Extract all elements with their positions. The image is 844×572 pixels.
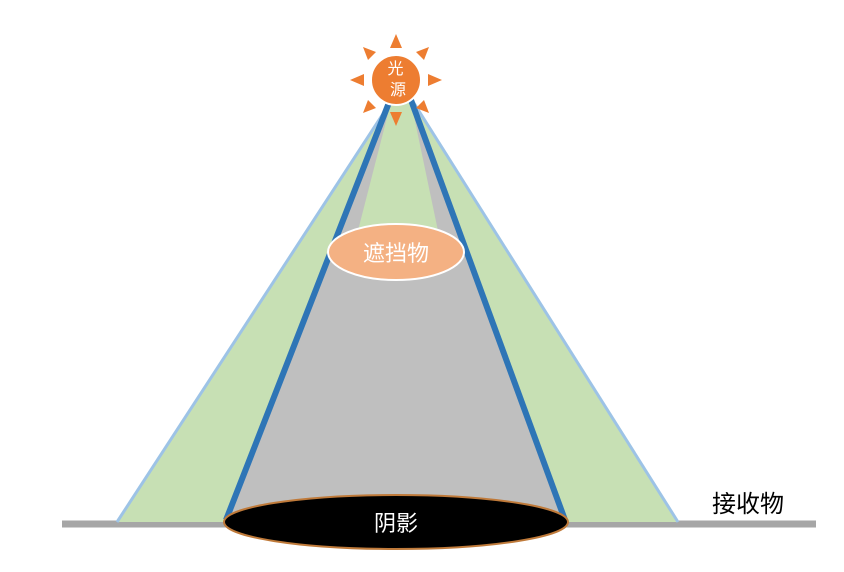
- receiver-label: 接收物: [712, 490, 784, 518]
- light-cone-inner-top: [353, 102, 442, 250]
- light-source-label-char-2: 源: [390, 80, 406, 99]
- light-source-label: 光 源: [387, 59, 408, 99]
- sun-icon: 光 源: [350, 34, 442, 126]
- obstacle-label: 遮挡物: [363, 242, 429, 267]
- obstacle: 遮挡物: [327, 223, 465, 281]
- shadow-label: 阴影: [374, 512, 418, 537]
- sun-disc: [370, 54, 422, 106]
- light-source-label-char-1: 光: [387, 59, 403, 78]
- shadow: 阴影: [223, 494, 569, 550]
- shadow-cone-left-edge: [223, 98, 393, 522]
- light-cone-left-edge: [115, 99, 394, 523]
- shadow-cone-right-edge: [408, 98, 568, 522]
- light-cone-right-edge: [410, 99, 680, 523]
- shadow-cone: [226, 102, 565, 518]
- sun-rays: [350, 34, 442, 126]
